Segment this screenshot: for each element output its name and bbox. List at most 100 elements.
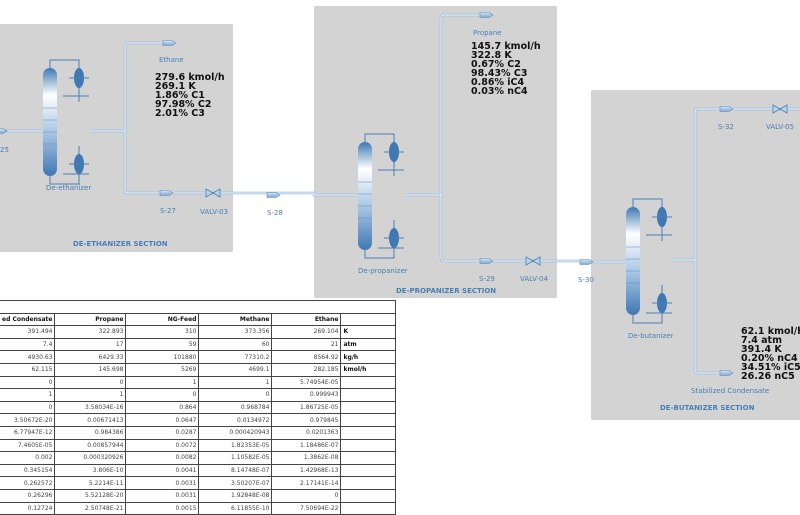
column-label: De-propanizer: [358, 267, 408, 275]
table-cell: 0: [125, 388, 200, 402]
table-cell: 2.50748E-21: [54, 501, 127, 515]
table-cell: 0.864: [125, 400, 200, 415]
stream-label-s-28: S-28: [267, 209, 283, 217]
svg-text:7.4 atm: 7.4 atm: [741, 335, 782, 346]
table-cell: 6429.33: [54, 350, 127, 364]
svg-text:322.8 K: 322.8 K: [471, 50, 512, 61]
table-cell: 0: [271, 488, 342, 503]
section-title: DE-BUTANIZER SECTION: [660, 404, 755, 412]
column-label: De-butanizer: [628, 332, 673, 340]
unit-cell: [340, 438, 397, 453]
table-cell: 0.345154: [0, 463, 56, 478]
de-ethanizer-panel: [0, 24, 233, 252]
stream-label-propane: Propane: [473, 29, 502, 37]
table-cell: 0.0031: [125, 488, 200, 503]
svg-text:0.67% C2: 0.67% C2: [471, 59, 521, 70]
unit-cell: [340, 375, 397, 390]
table-cell: 1.82353E-05: [198, 438, 273, 453]
unit-cell: [340, 425, 397, 440]
unit-cell: [340, 501, 397, 515]
table-cell: 1.18486E-07: [271, 438, 342, 453]
table-cell: 1.10582E-05: [198, 451, 273, 465]
unit-cell: [340, 400, 397, 415]
svg-text:391.4 K: 391.4 K: [741, 344, 782, 355]
table-cell: 0: [0, 375, 56, 390]
table-cell: 0.0031: [125, 476, 200, 490]
svg-text:26.26 nC5: 26.26 nC5: [741, 371, 795, 382]
unit-cell: kg/h: [340, 350, 397, 364]
svg-text:98.43% C3: 98.43% C3: [471, 68, 527, 79]
column-header: Propane: [54, 312, 127, 327]
table-cell: 0.984386: [54, 425, 127, 440]
propane-info-box: 145.7 kmol/h 322.8 K 0.67% C2 98.43% C3 …: [471, 41, 541, 97]
svg-text:0.86% iC4: 0.86% iC4: [471, 77, 524, 88]
column-header: [340, 312, 397, 327]
column-header: Ethane: [271, 312, 342, 327]
table-cell: 1: [125, 375, 200, 390]
svg-text:269.1 K: 269.1 K: [155, 81, 196, 92]
svg-text:0.20% nC4: 0.20% nC4: [741, 353, 798, 364]
svg-text:97.98% C2: 97.98% C2: [155, 99, 211, 110]
table-cell: 77310.2: [198, 350, 273, 364]
ethane-info-box: 279.6 kmol/h 269.1 K 1.86% C1 97.98% C2 …: [155, 72, 225, 119]
table-cell: 3.50207E-07: [198, 476, 273, 490]
table-title-row: [0, 300, 397, 314]
table-cell: 1: [198, 375, 273, 390]
svg-text:62.1 kmol/h: 62.1 kmol/h: [741, 326, 800, 337]
table-cell: 8.14748E-07: [198, 463, 273, 478]
valve-label: VALV-03: [200, 208, 228, 216]
table-cell: 2.17141E-14: [271, 476, 342, 490]
table-cell: 0.000420943: [198, 425, 273, 440]
table-cell: 4930.63: [0, 350, 56, 364]
svg-text:34.51% iC5: 34.51% iC5: [741, 362, 800, 373]
table-cell: 0.999943: [271, 388, 342, 402]
table-cell: 0.0015: [125, 501, 200, 515]
valve-label: VALV-05: [766, 123, 794, 131]
column-label: De-ethanizer: [46, 184, 91, 192]
table-cell: 5.74954E-05: [271, 375, 342, 390]
stream-label-ethane: Ethane: [159, 56, 184, 64]
table-cell: 1.92848E-08: [198, 488, 273, 503]
table-cell: 0.0041: [125, 463, 200, 478]
table-cell: 1: [0, 388, 56, 402]
table-cell: 322.893: [54, 325, 127, 339]
unit-cell: [340, 413, 397, 427]
table-cell: 7.50694E-22: [271, 501, 342, 515]
stream-label-s-32: S-32: [718, 123, 734, 131]
column-header: ed Condensate: [0, 312, 56, 327]
unit-cell: [340, 476, 397, 490]
table-cell: 6.11855E-10: [198, 501, 273, 515]
table-cell: 7.4605E-05: [0, 438, 56, 453]
column-header: NG-Feed: [125, 312, 200, 327]
de-propanizer-panel: [314, 6, 557, 298]
section-title: DE-ETHANIZER SECTION: [73, 240, 168, 248]
table-cell: 6.77947E-12: [0, 425, 56, 440]
stream-label-s-29: S-29: [479, 275, 495, 283]
table-cell: 8564.92: [271, 350, 342, 364]
unit-cell: [340, 463, 397, 478]
table-cell: 0.0201363: [271, 425, 342, 440]
process-flow-diagram: 25 De-ethanizer Ethane S-27 VALV-03 S-28…: [0, 6, 800, 420]
table-cell: 1.86725E-05: [271, 400, 342, 415]
table-cell: 0.26296: [0, 488, 56, 503]
table-cell: 0.0647: [125, 413, 200, 427]
table-cell: 1: [54, 388, 127, 402]
table-cell: 5.52128E-20: [54, 488, 127, 503]
svg-text:0.03% nC4: 0.03% nC4: [471, 86, 528, 97]
table-cell: 0.0082: [125, 451, 200, 465]
table-cell: 0.00671413: [54, 413, 127, 427]
table-cell: 101880: [125, 350, 200, 364]
table-cell: 0.262572: [0, 476, 56, 490]
table-cell: 0: [0, 400, 56, 415]
svg-text:279.6 kmol/h: 279.6 kmol/h: [155, 72, 225, 83]
valve-label: VALV-04: [520, 275, 549, 283]
stream-label-s-27: S-27: [160, 207, 176, 215]
table-cell: 0: [198, 388, 273, 402]
